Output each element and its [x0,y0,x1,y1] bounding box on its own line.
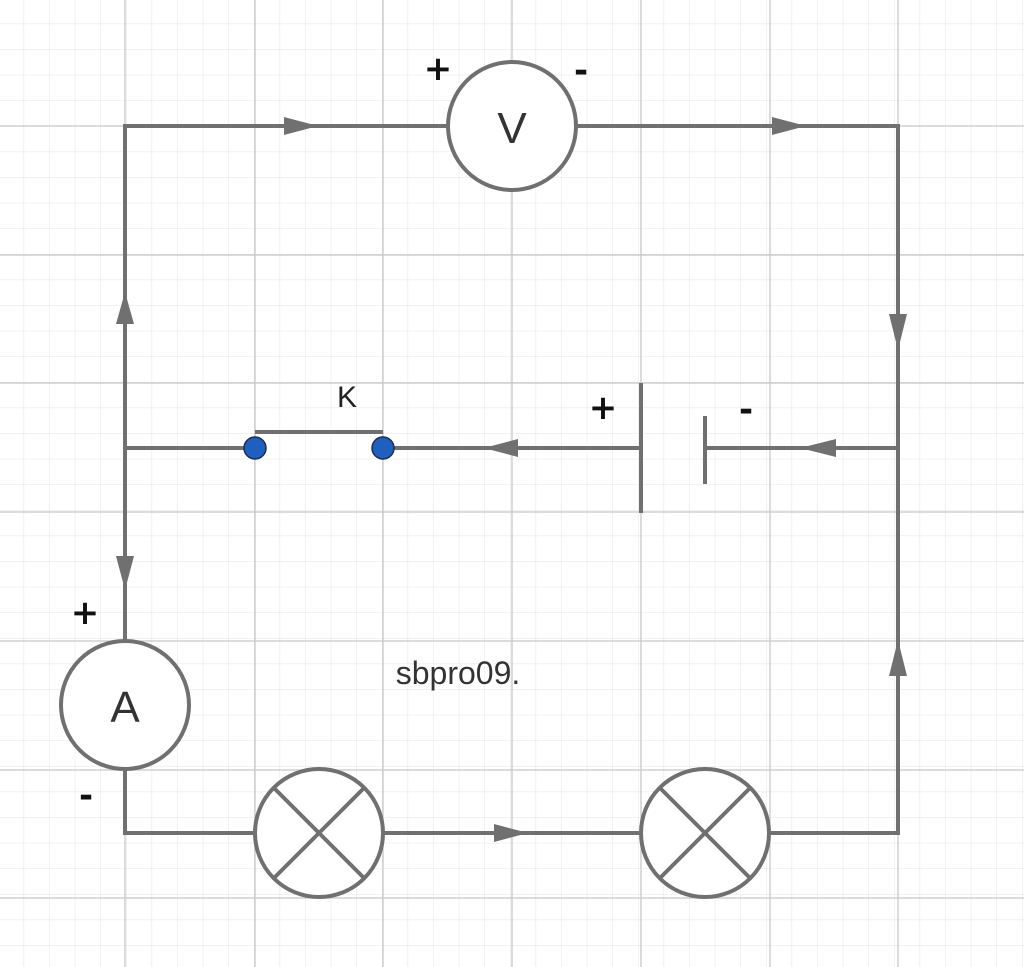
arrow-left-icon [484,439,518,457]
lamp-2 [639,767,771,899]
arrow-right-icon [284,117,318,135]
arrow-up-icon [116,292,134,324]
battery: + - [589,383,753,513]
switch-terminal-left [243,436,267,460]
voltmeter-minus-sign: - [574,51,588,91]
arrow-down-icon [116,556,134,590]
arrow-left-icon [800,439,836,457]
lamp-cross-line [658,786,752,880]
battery-plus-sign: + [589,388,618,428]
lamp-1 [253,767,385,899]
ammeter-label: A [110,683,140,732]
arrow-down-icon [889,314,907,350]
voltmeter-label: V [497,104,527,153]
switch-label: K [337,381,357,414]
ammeter-minus-sign: - [79,776,93,816]
arrow-right-icon [772,117,806,135]
arrow-right-icon [494,824,528,842]
ammeter-circle [59,639,191,771]
voltmeter-circle [446,60,578,192]
current-arrows [116,117,907,842]
wire-left-lower [123,768,257,835]
lamp-cross-line [272,786,366,880]
voltmeter: V + - [424,49,588,192]
voltmeter-plus-sign: + [424,49,453,89]
watermark-text: sbpro09. [396,655,521,691]
switch-terminal-right [371,436,395,460]
arrow-up-icon [889,640,907,676]
battery-minus-sign: - [739,390,753,430]
switch-k: K [243,381,395,460]
ammeter: A + - [59,593,191,816]
ammeter-plus-sign: + [71,593,100,633]
